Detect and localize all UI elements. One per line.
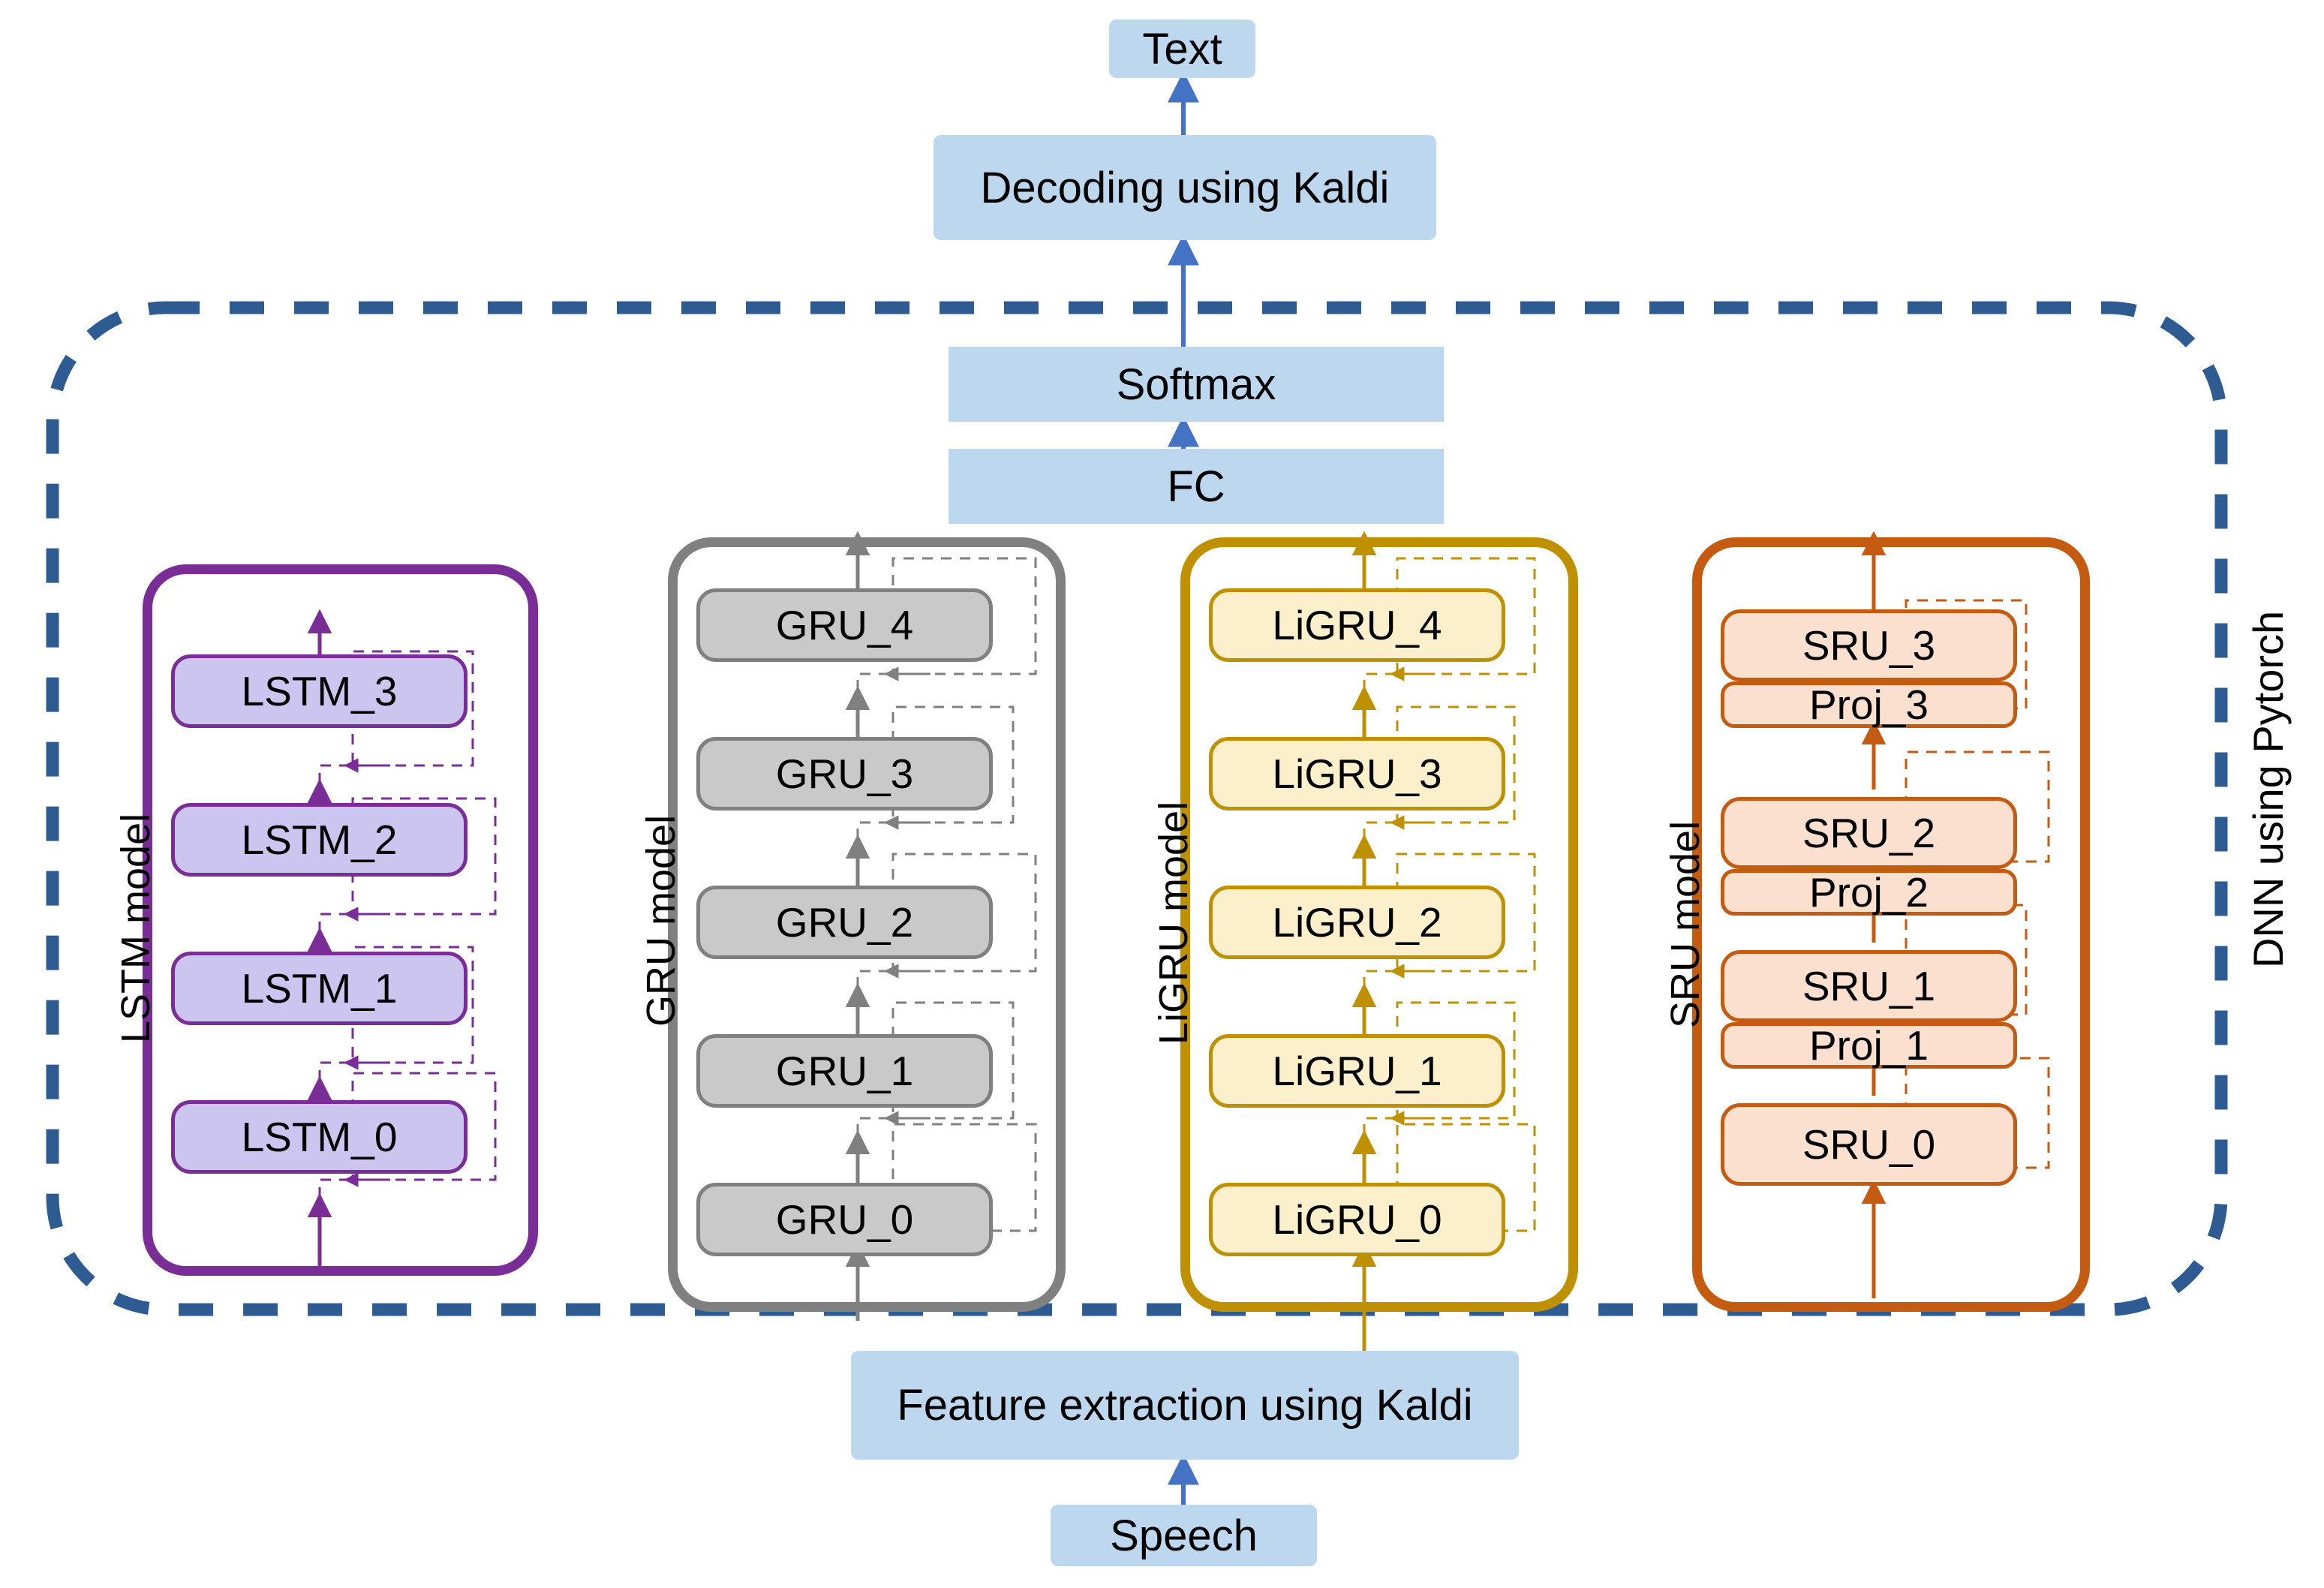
lstm-cell-2: LSTM_2 xyxy=(171,803,468,877)
text-box: Text xyxy=(1109,20,1255,78)
lstm-model-label: LSTM model xyxy=(113,813,158,1043)
lstm-cell-0: LSTM_0 xyxy=(171,1100,468,1174)
speech-box: Speech xyxy=(1051,1505,1317,1566)
ligru-cell-2: LiGRU_2 xyxy=(1209,886,1505,959)
decoding-box: Decoding using Kaldi xyxy=(934,135,1436,240)
dnn-container-label: DNN using Pytorch xyxy=(2244,610,2292,968)
sru-model-label: SRU model xyxy=(1663,820,1708,1028)
gru-cell-0: GRU_0 xyxy=(696,1183,993,1256)
gru-cell-3: GRU_3 xyxy=(696,737,993,811)
feature-extraction-box: Feature extraction using Kaldi xyxy=(851,1351,1519,1460)
sru-cell-1: SRU_1 xyxy=(1721,950,2017,1022)
lstm-model-container xyxy=(143,564,538,1276)
ligru-cell-4: LiGRU_4 xyxy=(1209,588,1505,662)
sru-cell-3: SRU_3 xyxy=(1721,609,2017,681)
gru-model-container xyxy=(668,537,1066,1312)
sru-model-container xyxy=(1692,537,2090,1312)
sru-cell-0: SRU_0 xyxy=(1721,1103,2017,1186)
lstm-cell-1: LSTM_1 xyxy=(171,952,468,1025)
ligru-cell-3: LiGRU_3 xyxy=(1209,737,1505,811)
gru-cell-2: GRU_2 xyxy=(696,886,993,959)
sru-cell-2: SRU_2 xyxy=(1721,797,2017,869)
gru-model-label: GRU model xyxy=(639,814,684,1027)
lstm-cell-3: LSTM_3 xyxy=(171,654,468,728)
fc-box: FC xyxy=(949,449,1444,524)
ligru-cell-1: LiGRU_1 xyxy=(1209,1034,1505,1108)
sru-proj-3: Proj_3 xyxy=(1721,681,2017,728)
sru-proj-2: Proj_2 xyxy=(1721,869,2017,916)
ligru-cell-0: LiGRU_0 xyxy=(1209,1183,1505,1256)
ligru-model-label: LiGRU model xyxy=(1151,801,1196,1045)
sru-proj-1: Proj_1 xyxy=(1721,1022,2017,1069)
gru-cell-1: GRU_1 xyxy=(696,1034,993,1108)
softmax-box: Softmax xyxy=(949,347,1444,422)
gru-cell-4: GRU_4 xyxy=(696,588,993,662)
ligru-model-container xyxy=(1180,537,1578,1312)
